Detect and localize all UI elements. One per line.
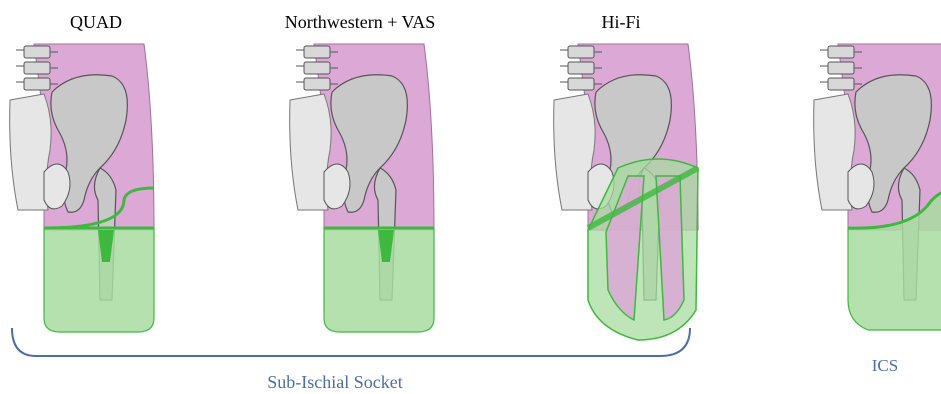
label-quad: QUAD bbox=[70, 12, 122, 33]
label-hifi: Hi-Fi bbox=[601, 12, 640, 33]
panel-ics bbox=[814, 44, 941, 330]
panel-hifi bbox=[554, 44, 698, 340]
panel-northwestern-vas bbox=[290, 44, 434, 332]
label-northwestern-vas: Northwestern + VAS bbox=[285, 12, 436, 33]
label-ics: ICS bbox=[872, 356, 898, 376]
panel-quad bbox=[10, 44, 154, 332]
label-sub-ischial-socket: Sub-Ischial Socket bbox=[267, 372, 402, 393]
